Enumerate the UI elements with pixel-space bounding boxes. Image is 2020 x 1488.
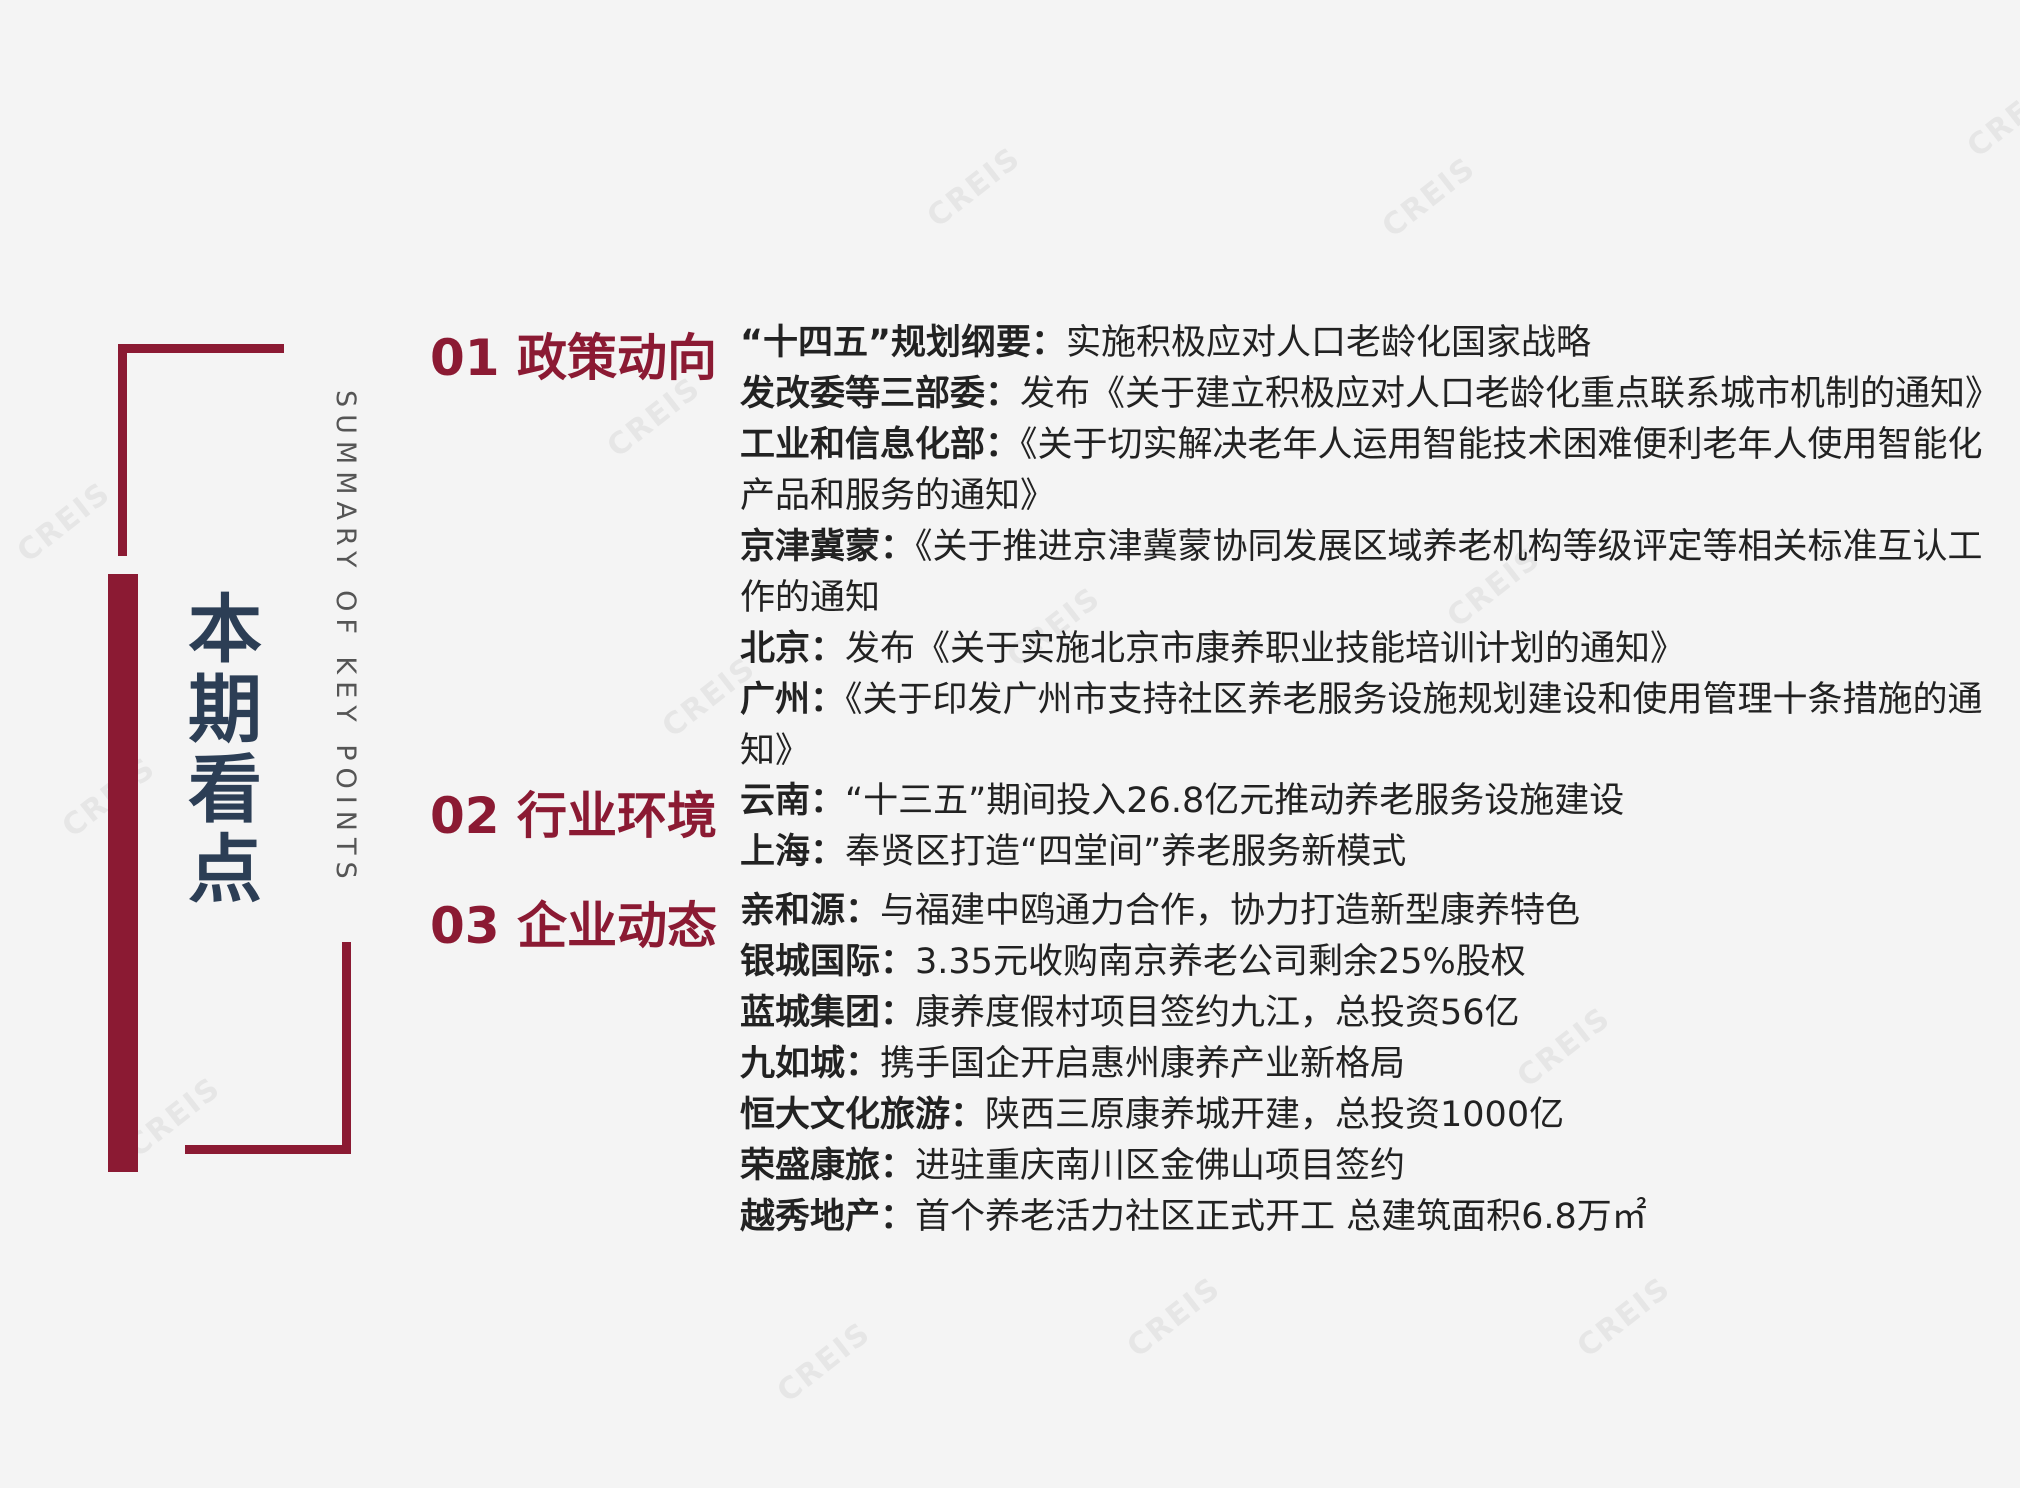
list-item: 越秀地产：首个养老活力社区正式开工 总建筑面积6.8万㎡: [740, 1192, 2010, 1243]
watermark: CREIS: [10, 475, 118, 570]
item-value: 与福建中鸥通力合作，协力打造新型康养特色: [880, 891, 1581, 931]
list-item: 上海：奉贤区打造“四堂间”养老服务新模式: [740, 827, 2010, 878]
list-item: 京津冀蒙：《关于推进京津冀蒙协同发展区域养老机构等级评定等相关标准互认工作的通知: [740, 522, 2010, 624]
item-key: 云南：: [740, 781, 846, 821]
frame-bottom-bar: [185, 1145, 351, 1154]
frame-right-bar: [342, 942, 351, 1154]
item-key: 九如城：: [740, 1044, 881, 1084]
frame-left-thick-bar: [108, 574, 138, 1172]
page-title-char: 看: [188, 747, 262, 833]
list-item: 工业和信息化部：《关于切实解决老年人运用智能技术困难便利老年人使用智能化产品和服…: [740, 420, 2010, 522]
list-item: 九如城：携手国企开启惠州康养产业新格局: [740, 1039, 2010, 1090]
list-item: 亲和源：与福建中鸥通力合作，协力打造新型康养特色: [740, 886, 2010, 937]
list-item: 云南：“十三五”期间投入26.8亿元推动养老服务设施建设: [740, 776, 2010, 827]
item-value: “十三五”期间投入26.8亿元推动养老服务设施建设: [845, 781, 1625, 821]
page-title-char: 点: [188, 827, 262, 913]
item-value: 《关于切实解决老年人运用智能技术困难便利老年人使用智能化产品和服务的通知》: [740, 425, 1983, 516]
page-title-char: 本: [188, 587, 262, 673]
item-key: 荣盛康旅：: [740, 1146, 916, 1186]
list-item: 银城国际：3.35元收购南京养老公司剩余25%股权: [740, 937, 2010, 988]
item-value: 发布《关于实施北京市康养职业技能培训计划的通知》: [845, 629, 1686, 669]
item-value: 发布《关于建立积极应对人口老龄化重点联系城市机制的通知》: [1020, 374, 2001, 414]
list-item: 广州：《关于印发广州市支持社区养老服务设施规划建设和使用管理十条措施的通知》: [740, 675, 2010, 777]
item-key: 发改委等三部委：: [740, 374, 1021, 414]
item-key: 北京：: [740, 629, 846, 669]
item-list: 云南：“十三五”期间投入26.8亿元推动养老服务设施建设 上海：奉贤区打造“四堂…: [740, 776, 2010, 878]
item-key: 银城国际：: [740, 942, 916, 982]
frame-left-upper-bar: [118, 344, 127, 556]
watermark: CREIS: [1375, 150, 1483, 245]
section-label: 03 企业动态: [430, 897, 717, 955]
item-key: 广州：: [740, 680, 846, 720]
item-value: 康养度假村项目签约九江，总投资56亿: [915, 993, 1520, 1033]
list-item: “十四五”规划纲要：实施积极应对人口老龄化国家战略: [740, 318, 2010, 369]
item-key: 京津冀蒙：: [740, 527, 916, 567]
item-key: 亲和源：: [740, 891, 881, 931]
list-item: 蓝城集团：康养度假村项目签约九江，总投资56亿: [740, 988, 2010, 1039]
watermark: CREIS: [1570, 1270, 1678, 1365]
frame-top-bar: [118, 344, 284, 353]
item-value: 陕西三原康养城开建，总投资1000亿: [985, 1095, 1565, 1135]
list-item: 恒大文化旅游：陕西三原康养城开建，总投资1000亿: [740, 1090, 2010, 1141]
item-value: 奉贤区打造“四堂间”养老服务新模式: [845, 832, 1407, 872]
watermark: CREIS: [1960, 70, 2020, 165]
item-value: 《关于推进京津冀蒙协同发展区域养老机构等级评定等相关标准互认工作的通知: [740, 527, 1983, 618]
item-value: 3.35元收购南京养老公司剩余25%股权: [915, 942, 1526, 982]
item-value: 进驻重庆南川区金佛山项目签约: [915, 1146, 1406, 1186]
item-key: 上海：: [740, 832, 846, 872]
item-key: 工业和信息化部：: [740, 425, 1021, 465]
item-list: 亲和源：与福建中鸥通力合作，协力打造新型康养特色 银城国际：3.35元收购南京养…: [740, 886, 2010, 1243]
watermark: CREIS: [770, 1315, 878, 1410]
list-item: 荣盛康旅：进驻重庆南川区金佛山项目签约: [740, 1141, 2010, 1192]
item-key: “十四五”规划纲要：: [740, 323, 1067, 363]
section-label: 01 政策动向: [430, 329, 717, 387]
list-item: 北京：发布《关于实施北京市康养职业技能培训计划的通知》: [740, 624, 2010, 675]
item-key: 恒大文化旅游：: [740, 1095, 986, 1135]
watermark: CREIS: [920, 140, 1028, 235]
watermark: CREIS: [1120, 1270, 1228, 1365]
item-list: “十四五”规划纲要：实施积极应对人口老龄化国家战略 发改委等三部委：发布《关于建…: [740, 318, 2010, 777]
item-value: 实施积极应对人口老龄化国家战略: [1066, 323, 1592, 363]
page-subtitle: SUMMARY OF KEY POINTS: [330, 390, 361, 886]
page-title: 本 期 看 点: [180, 590, 270, 910]
item-key: 蓝城集团：: [740, 993, 916, 1033]
item-key: 越秀地产：: [740, 1197, 916, 1237]
item-value: 《关于印发广州市支持社区养老服务设施规划建设和使用管理十条措施的通知》: [740, 680, 1983, 771]
item-value: 携手国企开启惠州康养产业新格局: [880, 1044, 1406, 1084]
section-label: 02 行业环境: [430, 787, 717, 845]
item-value: 首个养老活力社区正式开工 总建筑面积6.8万㎡: [915, 1197, 1647, 1237]
list-item: 发改委等三部委：发布《关于建立积极应对人口老龄化重点联系城市机制的通知》: [740, 369, 2010, 420]
page-title-char: 期: [188, 667, 262, 753]
